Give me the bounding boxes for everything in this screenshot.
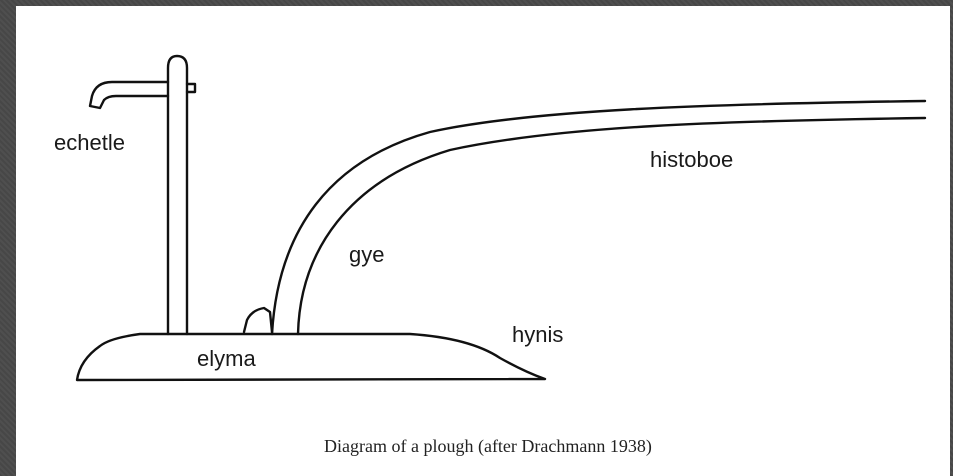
label-gye: gye	[349, 242, 385, 267]
echetle-handle-shape	[166, 54, 189, 336]
wedge-shape	[242, 306, 274, 334]
figure-caption: Diagram of a plough (after Drachmann 193…	[324, 436, 652, 456]
diagram-paper	[16, 6, 950, 476]
label-elyma: elyma	[197, 346, 256, 371]
elyma-hynis-sole-shape	[75, 332, 547, 382]
label-hynis: hynis	[512, 322, 564, 347]
echetle-peg-shape	[185, 82, 197, 94]
gye-histoboe-beam-shape	[270, 99, 927, 336]
label-echetle: echetle	[54, 130, 125, 155]
echetle-grip-shape	[88, 80, 170, 110]
label-histoboe: histoboe	[650, 147, 734, 172]
